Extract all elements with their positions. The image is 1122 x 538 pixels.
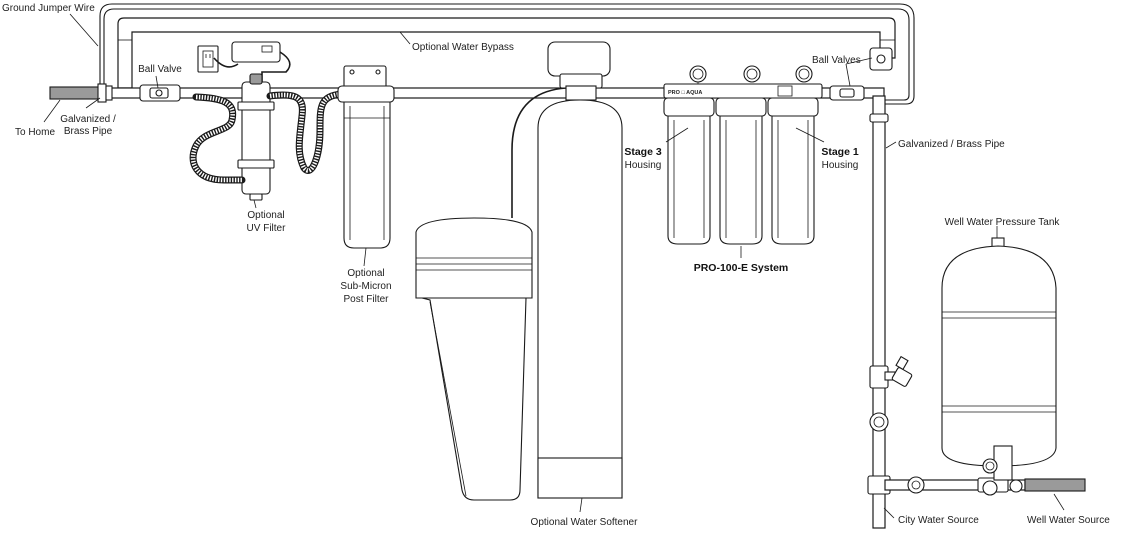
label-system-name: PRO-100-E System [694,262,789,274]
label-ground-jumper-wire: Ground Jumper Wire [2,3,95,14]
flex-hoses [189,90,346,184]
label-well-pressure-tank: Well Water Pressure Tank [945,217,1061,228]
label-optional-sub-micron-2: Sub-Micron [340,281,391,292]
stage-2-housing [715,97,767,245]
inline-valve [869,412,889,432]
left-ball-valve [139,84,181,102]
label-to-home: To Home [15,127,55,138]
brand-text: PRO □ AQUA [668,90,702,96]
label-stage-1-housing-2: Housing [822,160,859,171]
label-optional-uv-filter-2: UV Filter [247,223,287,234]
softener-brine-tank [415,217,533,501]
sub-micron-post-filter [337,65,395,249]
right-ball-valves [829,47,893,101]
label-ball-valve: Ball Valve [138,64,182,75]
stage-3-housing [663,97,715,245]
label-well-water-source: Well Water Source [1027,515,1110,526]
label-ball-valves: Ball Valves [812,55,861,66]
label-optional-sub-micron: Optional [347,268,384,279]
label-galvanized-brass-left-2: Brass Pipe [64,126,113,137]
label-optional-uv-filter: Optional [247,210,284,221]
label-stage-3-housing: Stage 3 [624,146,662,158]
galvanized-pipe-to-home [49,83,113,103]
label-stage-1-housing: Stage 1 [821,146,859,158]
label-optional-water-softener: Optional Water Softener [531,517,639,528]
uv-filter [197,41,291,201]
label-city-water-source: City Water Source [898,515,979,526]
stage-1-housing [767,97,819,245]
galvanized-supply-pipe [867,95,891,529]
well-water-line [884,445,1086,496]
label-galvanized-brass-left: Galvanized / [60,114,116,125]
label-optional-water-bypass: Optional Water Bypass [412,42,514,53]
label-galvanized-brass-right: Galvanized / Brass Pipe [898,139,1005,150]
pressure-gauges [689,65,813,84]
softener-resin-tank [511,41,623,499]
pro-100-e-system: PRO □ AQUA [663,65,823,245]
leader-lines [43,13,1065,519]
label-optional-sub-micron-3: Post Filter [343,294,389,305]
label-stage-3-housing-2: Housing [625,160,662,171]
hose-bibb [884,355,913,387]
well-pressure-tank [941,237,1057,467]
